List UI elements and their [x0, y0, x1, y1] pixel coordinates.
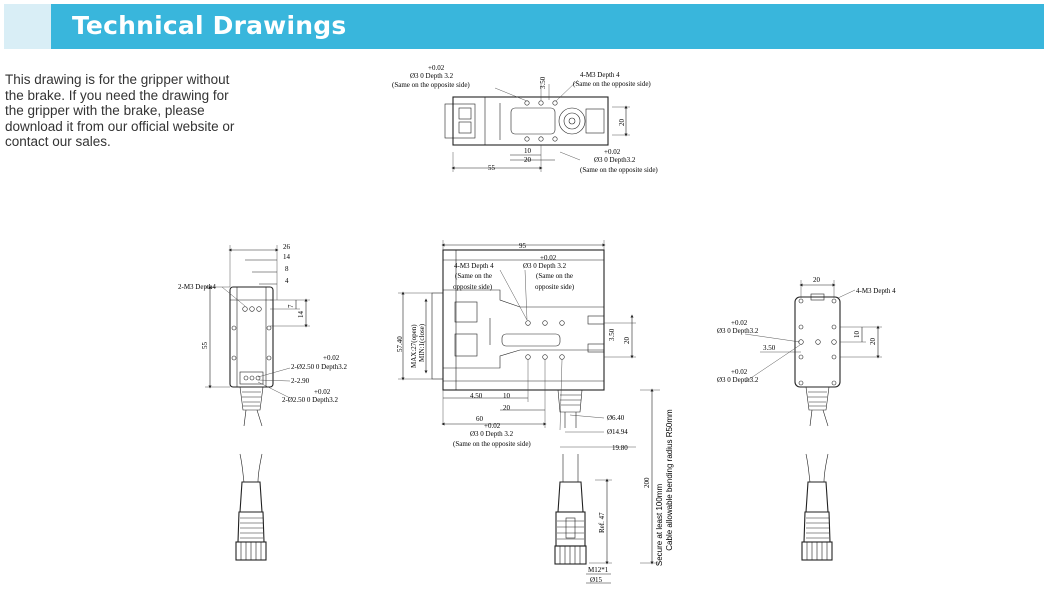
- page-title: Technical Drawings: [72, 11, 347, 40]
- right-hole1-spec: Ø3 0 Depth3.2: [717, 327, 759, 335]
- front-hole-tol: +0.02: [540, 254, 557, 262]
- left-d7: 7: [287, 304, 295, 308]
- top-dim-10: 10: [524, 147, 532, 155]
- top-hole-tol: +0.02: [428, 64, 445, 72]
- left-view: 26 14 8 4 7 14 55 2-M3 Depth4 +0.02 2-Ø2…: [178, 243, 347, 561]
- front-hole-sub2: opposite side): [535, 283, 575, 291]
- left-hole2-spec: 2-Ø2.50 0 Depth3.2: [282, 396, 338, 404]
- right-hole2-spec: Ø3 0 Depth3.2: [717, 376, 759, 384]
- front-d450: 4.50: [470, 392, 483, 400]
- front-ref47: Ref. 47: [598, 512, 606, 533]
- front-d10: 10: [503, 392, 511, 400]
- top-hole2-tol: +0.02: [604, 148, 621, 156]
- left-d4: 4: [285, 277, 289, 285]
- left-d14: 14: [283, 253, 291, 261]
- right-hole1-tol: +0.02: [731, 319, 748, 327]
- left-d14v: 14: [297, 311, 305, 319]
- front-view: 95 4-M3 Depth 4 (Same on the opposite si…: [396, 240, 674, 584]
- left-hole1-spec: 2-Ø2.50 0 Depth3.2: [291, 363, 347, 371]
- top-view: +0.02 Ø3 0 Depth 3.2 (Same on the opposi…: [392, 64, 658, 174]
- drawing-note: This drawing is for the gripper without …: [5, 72, 235, 150]
- top-hole2-spec: Ø3 0 Depth3.2: [594, 156, 636, 164]
- top-dim-350: 3.50: [539, 76, 547, 89]
- top-dim-20: 20: [618, 119, 626, 127]
- front-d640: Ø6.40: [607, 414, 625, 422]
- left-m3: 2-M3 Depth4: [178, 283, 216, 291]
- right-hole2-tol: +0.02: [731, 368, 748, 376]
- front-d350: 3.50: [608, 328, 616, 341]
- front-m3-sub1: (Same on the: [455, 272, 492, 280]
- top-m3: 4-M3 Depth 4: [580, 71, 620, 79]
- section-header: Technical Drawings: [4, 4, 1044, 49]
- left-hole2-tol: +0.02: [314, 388, 331, 396]
- left-d26: 26: [283, 243, 291, 251]
- right-d350: 3.50: [763, 344, 776, 352]
- header-tab-accent: [4, 4, 51, 49]
- top-hole-sub: (Same on the opposite side): [392, 81, 470, 89]
- front-hole2-sub: (Same on the opposite side): [453, 440, 531, 448]
- front-hole-spec: Ø3 0 Depth 3.2: [523, 262, 567, 270]
- right-d20: 20: [813, 276, 821, 284]
- front-d5740: 57.40: [396, 336, 404, 352]
- front-m3: 4-M3 Depth 4: [454, 262, 494, 270]
- front-cable1: Secure at least 100mm: [655, 484, 664, 567]
- front-d1494: Ø14.94: [607, 428, 628, 436]
- top-hole-spec: Ø3 0 Depth 3.2: [410, 72, 454, 80]
- front-d60: 60: [476, 415, 484, 423]
- left-d8: 8: [285, 265, 289, 273]
- front-cable2: Cable allowable bending radius R50mm: [665, 409, 674, 551]
- front-d20: 20: [623, 337, 631, 345]
- right-m3: 4-M3 Depth 4: [856, 287, 896, 295]
- front-stroke: MAX:27(open): [410, 324, 418, 368]
- top-hole2-sub: (Same on the opposite side): [580, 166, 658, 174]
- right-view: 20 4-M3 Depth 4 +0.02 Ø3 0 Depth3.2 10 2…: [717, 276, 896, 561]
- right-d20v: 20: [869, 338, 877, 346]
- front-d200: 200: [643, 477, 651, 488]
- top-m3-sub: (Same on the opposite side): [573, 80, 651, 88]
- front-m3-sub2: opposite side): [453, 283, 493, 291]
- front-hole2-tol: +0.02: [484, 422, 501, 430]
- front-hole2-spec: Ø3 0 Depth 3.2: [470, 430, 514, 438]
- left-hole1-tol: +0.02: [323, 354, 340, 362]
- front-m12: M12*1: [588, 566, 609, 574]
- front-hole-sub1: (Same on the: [536, 272, 573, 280]
- front-d95: 95: [519, 242, 527, 250]
- top-dim-55: 55: [488, 164, 496, 172]
- front-d15: Ø15: [590, 576, 603, 584]
- left-d290: 2-2.90: [291, 377, 310, 385]
- front-d20b: 20: [503, 404, 511, 412]
- top-dim-20b: 20: [524, 156, 532, 164]
- front-stroke-min: MIN:1(close): [418, 323, 426, 362]
- front-d1980: 19.80: [612, 444, 628, 452]
- left-d55: 55: [201, 342, 209, 350]
- right-d10: 10: [853, 331, 861, 339]
